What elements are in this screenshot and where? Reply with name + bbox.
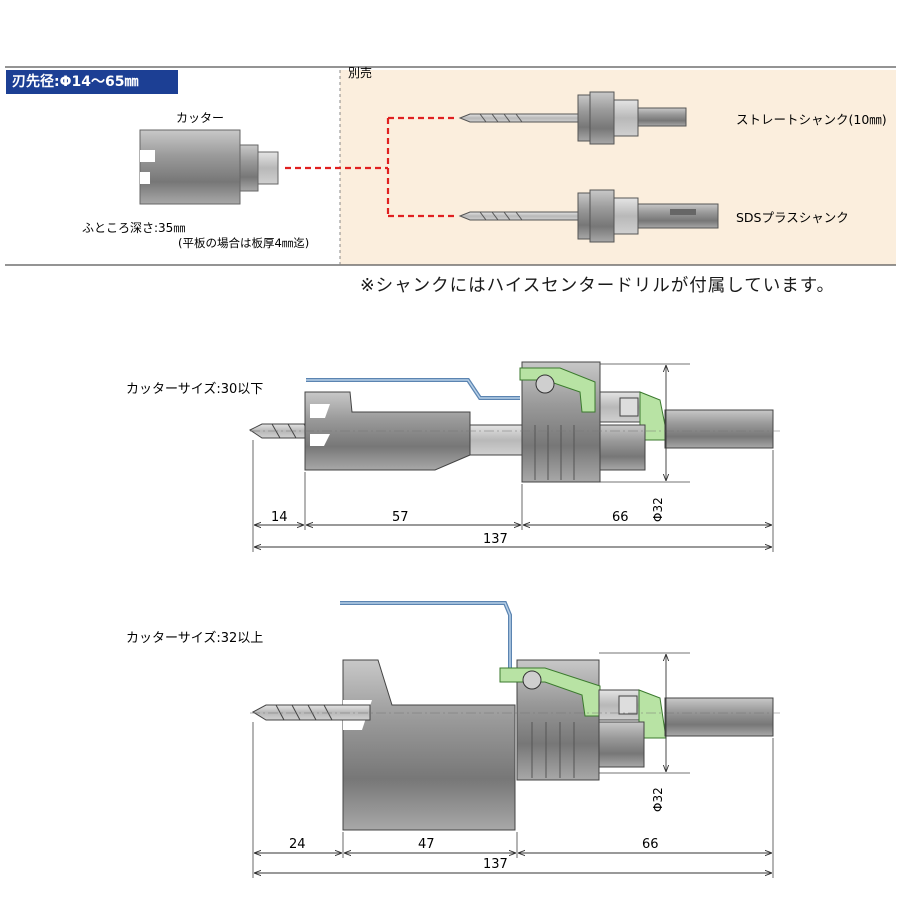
diagram1-label: カッターサイズ:30以下	[126, 381, 263, 397]
dim1-a: 14	[271, 510, 288, 525]
straight-shank-label: ストレートシャンク(10㎜)	[736, 112, 887, 127]
cutter-label: カッター	[176, 111, 224, 125]
diagram-large-cutter: カッターサイズ:32以上	[126, 601, 780, 878]
cutter-diameter-badge: 刃先径:Φ14〜65㎜	[6, 70, 178, 94]
depth-label: ふところ深さ:35㎜	[82, 221, 185, 235]
diagram2-label: カッターサイズ:32以上	[126, 630, 263, 646]
dimension-lines-2	[254, 654, 772, 873]
dim1-c: 66	[612, 510, 629, 525]
dim2-total: 137	[483, 857, 508, 872]
dim2-a: 24	[289, 837, 306, 852]
dim2-c: 66	[642, 837, 659, 852]
dim2-b: 47	[418, 837, 435, 852]
shank-note: ※シャンクにはハイスセンタードリルが付属しています。	[360, 276, 836, 296]
depth-note: (平板の場合は板厚4㎜迄)	[178, 236, 309, 250]
top-panel: 別売 カッター ふところ深さ:35㎜ (平板の場合は板厚4㎜迄) ストレート	[5, 65, 896, 266]
optional-parts-area	[340, 70, 896, 265]
sds-shank-label: SDSプラスシャンク	[736, 210, 849, 225]
sds-shank-illustration	[458, 189, 719, 243]
dim1-diameter: Φ32	[651, 497, 665, 522]
dimension-lines	[254, 365, 772, 547]
dim2-diameter: Φ32	[651, 787, 665, 812]
cutter-illustration	[139, 129, 279, 205]
dim1-total: 137	[483, 532, 508, 547]
diagram-small-cutter: カッターサイズ:30以下	[126, 361, 780, 552]
dim1-b: 57	[392, 510, 409, 525]
connector-lines	[285, 116, 455, 218]
separate-sale-label: 別売	[348, 65, 372, 80]
straight-shank-illustration	[458, 91, 687, 145]
